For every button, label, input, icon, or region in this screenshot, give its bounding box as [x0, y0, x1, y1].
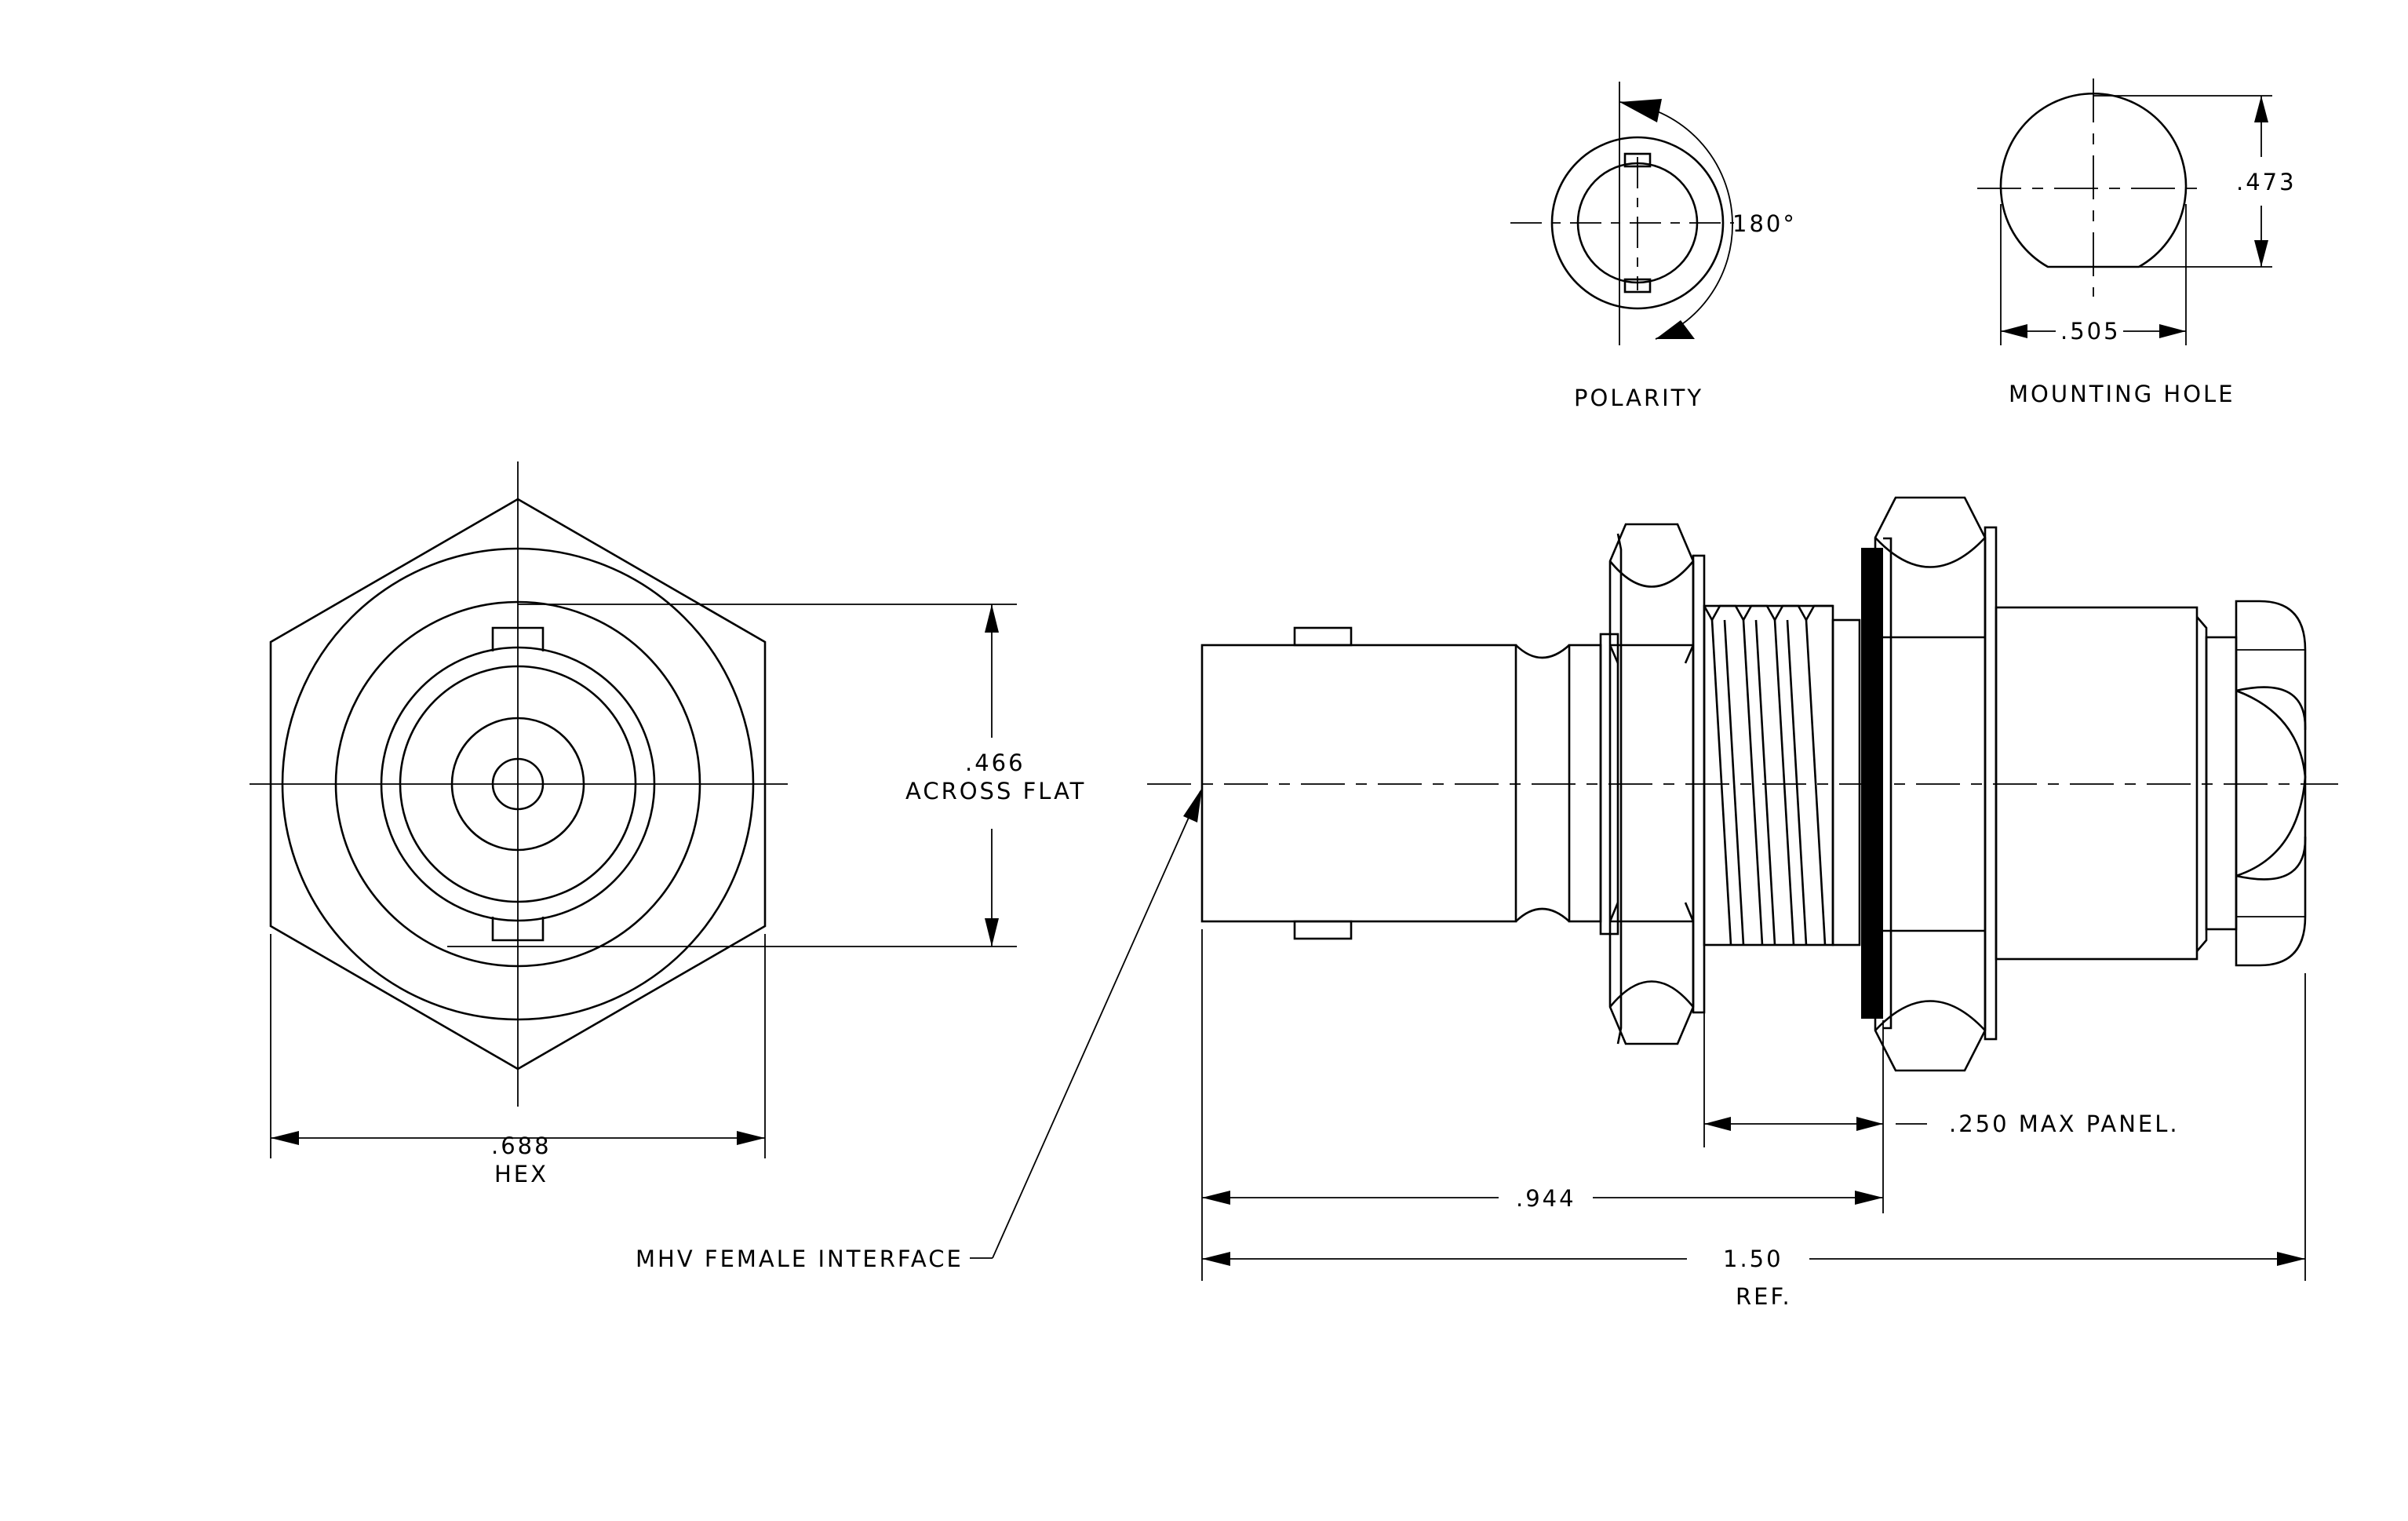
polarity-title: POLARITY: [1574, 385, 1703, 411]
hex-text: HEX: [494, 1161, 548, 1187]
length-944-label: .944: [1516, 1185, 1576, 1212]
front-hex-view: .466 ACROSS FLAT .688 HEX: [250, 461, 1086, 1187]
mounting-width-label: .505: [2060, 318, 2121, 345]
overall-ref-label: REF.: [1736, 1283, 1792, 1310]
mounting-height-label: .473: [2236, 169, 2297, 195]
polarity-angle-label: 180°: [1732, 210, 1797, 237]
across-flat-value: .466: [965, 750, 1025, 776]
interface-label: MHV FEMALE INTERFACE: [636, 1246, 964, 1272]
polarity-view: 180° POLARITY: [1510, 82, 1797, 411]
across-flat-text: ACROSS FLAT: [905, 778, 1086, 804]
mounting-hole-title: MOUNTING HOLE: [2009, 381, 2235, 407]
side-view: MHV FEMALE INTERFACE .250 MAX PANEL. .94…: [636, 496, 2338, 1310]
mounting-hole-view: .473 .505 MOUNTING HOLE: [1977, 78, 2297, 407]
hex-value: .688: [491, 1133, 552, 1159]
overall-length-label: 1.50: [1723, 1246, 1783, 1272]
max-panel-label: .250 MAX PANEL.: [1949, 1111, 2180, 1137]
